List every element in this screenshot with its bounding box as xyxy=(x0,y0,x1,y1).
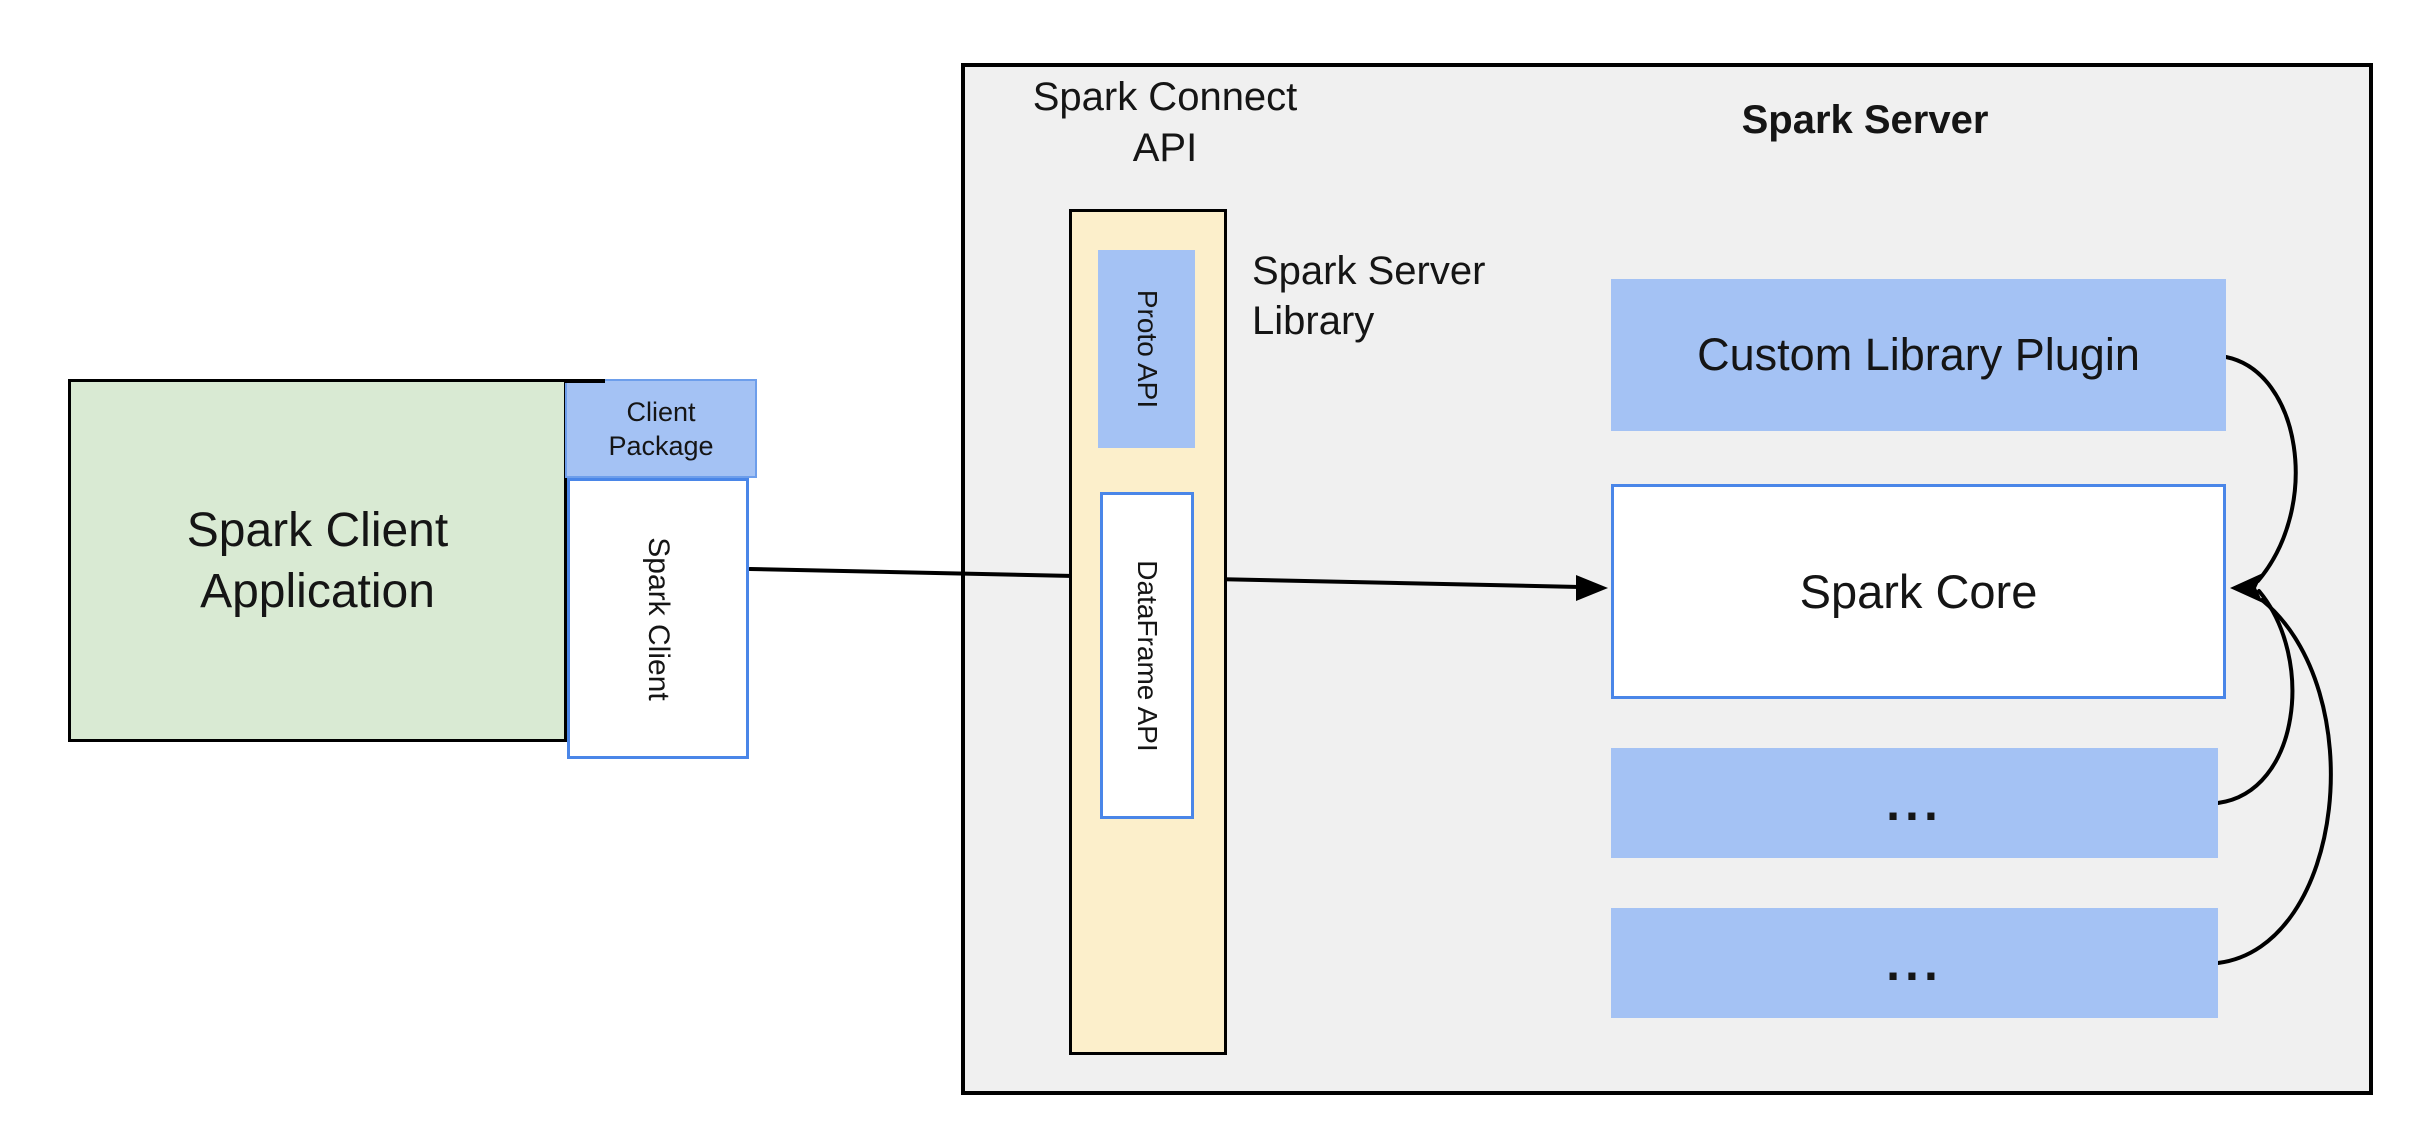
spark-client-application-box: Spark Client Application xyxy=(68,379,567,742)
proto-api-label: Proto API xyxy=(1131,289,1163,409)
spark-client-application-label: Spark Client Application xyxy=(186,503,449,618)
more-plugins-label-2: ... xyxy=(1886,935,1943,991)
spark-server-title: Spark Server xyxy=(1741,98,1989,142)
package-top-border-stub xyxy=(565,379,605,383)
more-plugins-box-1: ... xyxy=(1611,748,2218,858)
spark-client-label: Spark Client xyxy=(642,536,675,701)
spark-client-box: Spark Client xyxy=(567,478,749,759)
client-package-label: Client Package xyxy=(608,396,714,461)
dataframe-api-label: DataFrame API xyxy=(1132,559,1163,752)
custom-library-plugin-label: Custom Library Plugin xyxy=(1697,329,2140,380)
proto-api-box: Proto API xyxy=(1098,250,1195,448)
spark-connect-api-label: Spark Connect API xyxy=(1032,75,1298,170)
spark-core-label: Spark Core xyxy=(1799,565,2038,618)
custom-library-plugin-box: Custom Library Plugin xyxy=(1611,279,2226,431)
spark-server-library-label: Spark Server Library xyxy=(1252,249,1486,343)
dataframe-api-box: DataFrame API xyxy=(1100,492,1194,819)
more-plugins-label-1: ... xyxy=(1886,775,1943,831)
more-plugins-box-2: ... xyxy=(1611,908,2218,1018)
client-package-box: Client Package xyxy=(565,379,757,478)
spark-core-box: Spark Core xyxy=(1611,484,2226,699)
